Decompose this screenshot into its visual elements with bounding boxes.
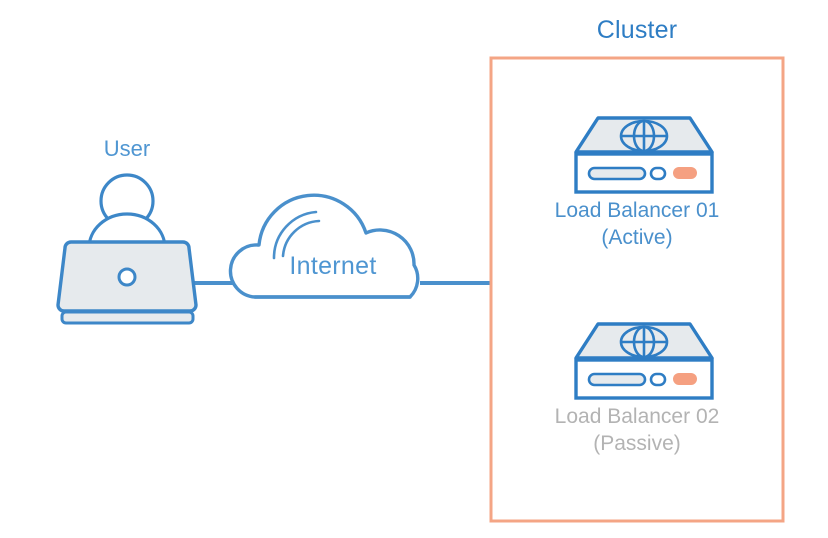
cluster-label: Cluster bbox=[596, 16, 678, 44]
internet-label: Internet bbox=[289, 252, 377, 280]
load-balancer-01-state: (Active) bbox=[601, 226, 673, 249]
globe-glyph-lb01 bbox=[619, 119, 669, 153]
server-globe-icon-lb01 bbox=[574, 116, 714, 194]
load-balancer-01-name: Load Balancer 01 bbox=[554, 199, 720, 222]
user-laptop-icon bbox=[56, 173, 198, 325]
load-balancer-02-name: Load Balancer 02 bbox=[554, 405, 720, 428]
globe-glyph-lb02 bbox=[619, 325, 669, 359]
cloud-icon bbox=[228, 193, 420, 299]
load-balancer-02-state: (Passive) bbox=[593, 432, 681, 455]
user-label: User bbox=[103, 136, 151, 161]
server-globe-icon-lb02 bbox=[574, 322, 714, 400]
cluster-box bbox=[489, 56, 785, 523]
